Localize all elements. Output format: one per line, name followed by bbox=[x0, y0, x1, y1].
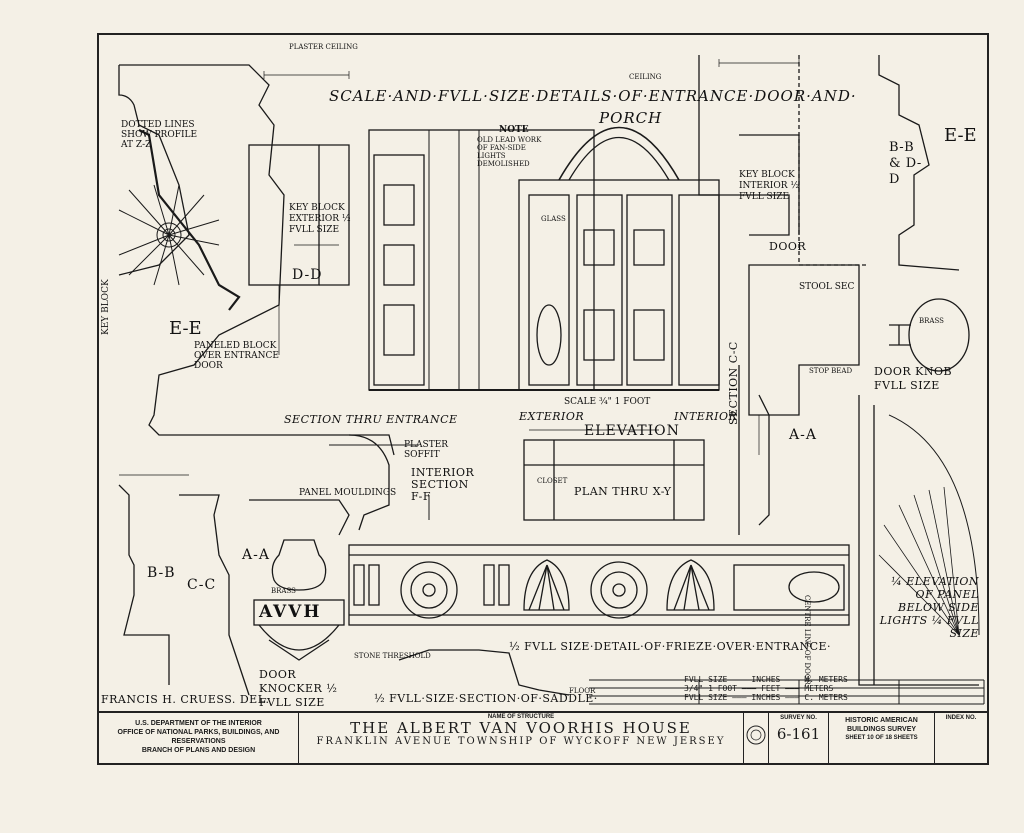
panel-mouldings-label: PANEL MOULDINGS bbox=[299, 488, 397, 498]
agency-line: U.S. DEPARTMENT OF THE INTERIOR bbox=[135, 720, 262, 727]
section-aa-right-label: A-A bbox=[789, 427, 817, 443]
section-bb-left-label: B-B bbox=[147, 565, 176, 581]
survey-number: 6-161 bbox=[776, 725, 821, 743]
drawing-title-line2: PORCH bbox=[599, 109, 663, 127]
door-knob-label: DOOR KNOB FVLL SIZE bbox=[874, 365, 953, 392]
glass-label: GLASS bbox=[541, 215, 566, 223]
frieze-label: ½ FVLL SIZE·DETAIL·OF·FRIEZE·OVER·ENTRAN… bbox=[509, 640, 832, 653]
survey-caption: SURVEY NO. bbox=[780, 715, 817, 721]
plaster-soffit-label: PLASTER SOFFIT bbox=[404, 440, 449, 460]
interior-label: INTERIOR bbox=[674, 410, 738, 423]
stone-threshold-label: STONE THRESHOLD bbox=[354, 652, 431, 660]
drawing-linework bbox=[118, 55, 985, 705]
section-dd-label: D-D bbox=[292, 267, 323, 283]
section-entrance-label: SECTION THRU ENTRANCE bbox=[284, 413, 458, 426]
note-title: NOTE bbox=[499, 125, 529, 135]
center-line-label: CENTRE LINE OF DOOR bbox=[803, 595, 811, 685]
survey-number-block: SURVEY NO. 6-161 bbox=[769, 713, 829, 763]
section-aa-left-label: A-A bbox=[242, 547, 270, 563]
section-cc-label: SECTION C-C bbox=[727, 341, 740, 425]
knocker-monogram: AVVH bbox=[259, 602, 322, 622]
seal-icon bbox=[746, 725, 766, 745]
delineator-signature: FRANCIS H. CRUESS. DEL. bbox=[101, 693, 270, 706]
index-block: INDEX NO. bbox=[935, 713, 987, 763]
plaster-ceiling-label: PLASTER CEILING bbox=[289, 43, 358, 51]
sheet-number: SHEET 10 OF 18 SHEETS bbox=[845, 735, 918, 741]
brass-label: BRASS bbox=[919, 317, 944, 325]
key-block-interior-label: KEY BLOCK INTERIOR ½ FVLL SIZE bbox=[739, 170, 800, 202]
key-block-vertical-label: KEY BLOCK bbox=[101, 279, 111, 335]
exterior-label: EXTERIOR bbox=[519, 410, 585, 423]
note-text: OLD LEAD WORK OF FAN-SIDE LIGHTS DEMOLIS… bbox=[477, 136, 542, 168]
stool-sec-label: STOOL SEC bbox=[799, 282, 855, 292]
section-bb-dd-label: B-B & D-D bbox=[889, 140, 922, 187]
floor-label: FLOOR bbox=[569, 687, 596, 695]
section-ee-right-label: E-E bbox=[944, 125, 977, 146]
saddle-label: ½ FVLL·SIZE·SECTION·OF·SADDLE· bbox=[374, 692, 598, 705]
door-knocker-label: DOOR KNOCKER ½ FVLL SIZE bbox=[259, 668, 338, 709]
habs-line: BUILDINGS SURVEY bbox=[846, 726, 917, 733]
scale-row: FVLL SIZE ——— INCHES ——— M. METERS bbox=[684, 675, 848, 684]
seal bbox=[744, 713, 769, 763]
knocker-brass-label: BRASS bbox=[271, 587, 296, 595]
section-ee-label: E-E bbox=[169, 318, 202, 339]
door-label: DOOR bbox=[769, 240, 807, 253]
agency-line: BRANCH OF PLANS AND DESIGN bbox=[141, 747, 256, 754]
key-block-exterior-label: KEY BLOCK EXTERIOR ½ FVLL SIZE bbox=[289, 203, 351, 235]
title-block: U.S. DEPARTMENT OF THE INTERIOR OFFICE O… bbox=[99, 711, 987, 763]
habs-line: HISTORIC AMERICAN bbox=[845, 717, 918, 724]
structure-name: THE ALBERT VAN VOORHIS HOUSE bbox=[350, 719, 692, 737]
scale-foot-label: SCALE ¾" 1 FOOT bbox=[564, 397, 651, 407]
panel-below-label: ¼ ELEVATION OF PANEL BELOW SIDE LIGHTS ¼… bbox=[879, 575, 979, 640]
drawing-title: SCALE·AND·FVLL·SIZE·DETAILS·OF·ENTRANCE·… bbox=[329, 87, 857, 105]
paneled-block-note: PANELED BLOCK OVER ENTRANCE DOOR bbox=[194, 341, 279, 371]
stop-bead-label: STOP BEAD bbox=[809, 367, 853, 375]
index-caption: INDEX NO. bbox=[945, 715, 977, 721]
habs-block: HISTORIC AMERICAN BUILDINGS SURVEY SHEET… bbox=[829, 713, 935, 763]
agency-block: U.S. DEPARTMENT OF THE INTERIOR OFFICE O… bbox=[99, 713, 299, 763]
ceiling-label: CEILING bbox=[629, 73, 662, 81]
elevation-label: ELEVATION bbox=[584, 423, 680, 439]
plan-thru-xy-label: PLAN THRU X-Y bbox=[574, 485, 672, 498]
closet-label: CLOSET bbox=[537, 477, 568, 485]
structure-location: FRANKLIN AVENUE TOWNSHIP OF WYCKOFF NEW … bbox=[316, 736, 726, 747]
name-caption: NAME OF STRUCTURE bbox=[487, 714, 555, 720]
scale-row: FVLL SIZE ——— INCHES ——— C. METERS bbox=[684, 693, 848, 702]
architectural-drawing: SCALE·AND·FVLL·SIZE·DETAILS·OF·ENTRANCE·… bbox=[99, 35, 991, 717]
graphic-scale: FVLL SIZE ——— INCHES ——— M. METERS 3/4" … bbox=[684, 675, 848, 702]
dotted-lines-note: DOTTED LINES SHOW PROFILE AT Z-Z bbox=[121, 120, 198, 150]
agency-line: OFFICE OF NATIONAL PARKS, BUILDINGS, AND… bbox=[117, 729, 280, 745]
scale-row: 3/4" 1 FOOT ——— FEET ——— METERS bbox=[684, 684, 834, 693]
interior-section-ff-label: INTERIOR SECTION F-F bbox=[411, 466, 475, 503]
structure-name-block: NAME OF STRUCTURE THE ALBERT VAN VOORHIS… bbox=[299, 713, 744, 763]
drawing-sheet: SCALE·AND·FVLL·SIZE·DETAILS·OF·ENTRANCE·… bbox=[97, 33, 989, 765]
section-cc-left-label: C-C bbox=[187, 577, 217, 593]
